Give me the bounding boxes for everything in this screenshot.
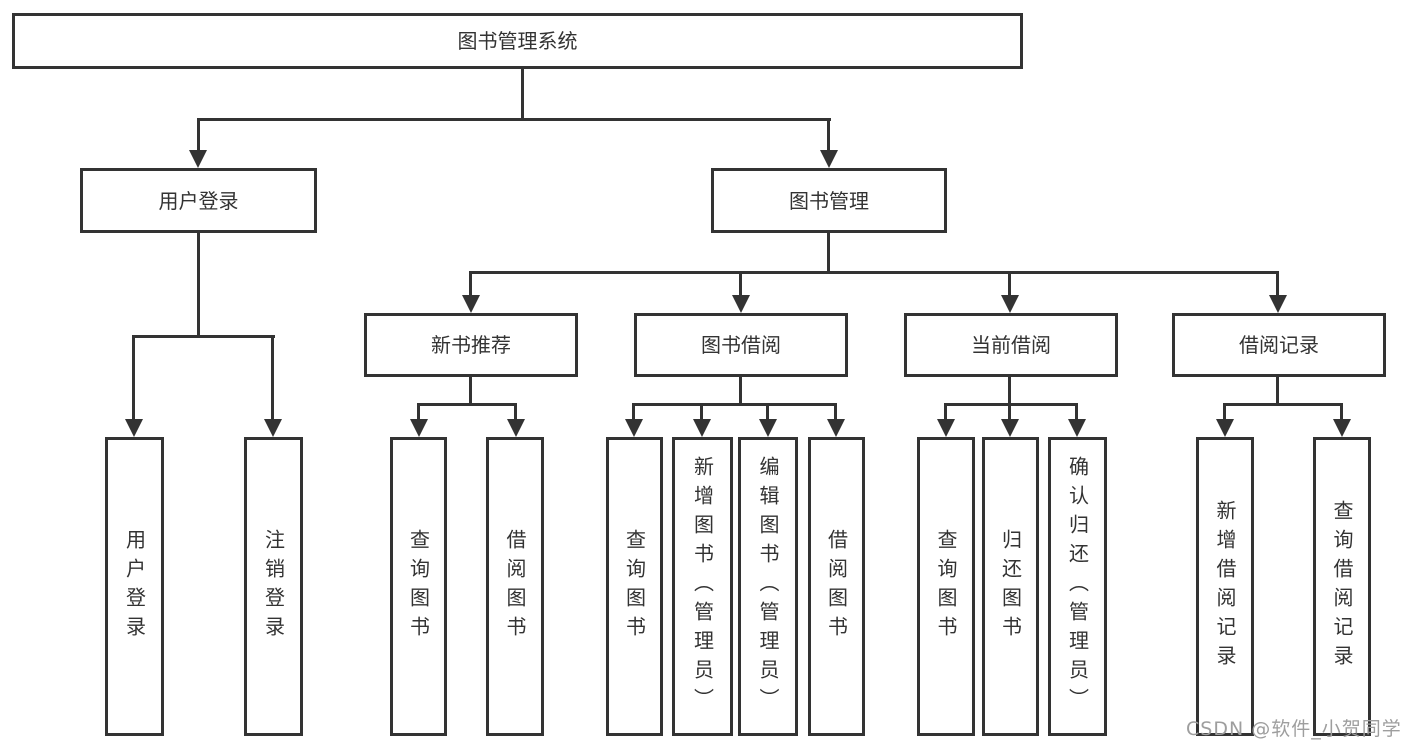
arrowhead-book-borrow (732, 295, 750, 313)
connector-drop-borrow-record (1276, 271, 1279, 297)
arrowhead-book-mgmt (820, 150, 838, 168)
leaf-confirm-return-admin-label: 确认归还（管理员） (1065, 456, 1090, 717)
arrowhead-c3 (1068, 419, 1086, 437)
connector-user-login-stem (197, 232, 200, 338)
connector-drop-book-mgmt (827, 118, 830, 152)
leaf-logout: 注销登录 (244, 437, 303, 736)
connector-borrow-record-branch (1223, 403, 1343, 406)
leaf-query-borrow-record: 查询借阅记录 (1313, 437, 1371, 736)
connector-root-stem (521, 68, 524, 121)
node-borrow-record: 借阅记录 (1172, 313, 1386, 377)
node-book-mgmt: 图书管理 (711, 168, 947, 233)
node-new-book-rec-label: 新书推荐 (431, 333, 511, 357)
connector-drop-a1 (417, 403, 420, 421)
connector-drop-user-login (197, 118, 200, 152)
leaf-query-book-2-label: 查询图书 (622, 528, 647, 645)
connector-current-borrow-branch (944, 403, 1078, 406)
connector-drop-c3 (1075, 403, 1078, 421)
leaf-edit-book-admin: 编辑图书（管理员） (738, 437, 798, 736)
connector-level3-branch (469, 271, 1279, 274)
leaf-borrow-book-1-label: 借阅图书 (503, 528, 527, 645)
connector-drop-d2 (1340, 403, 1343, 421)
connector-borrow-record-stem (1276, 376, 1279, 406)
node-new-book-rec: 新书推荐 (364, 313, 578, 377)
connector-drop-b3 (766, 403, 769, 421)
leaf-add-book-admin-label: 新增图书（管理员） (690, 456, 715, 717)
connector-user-login-branch (133, 335, 275, 338)
arrowhead-a2 (507, 419, 525, 437)
leaf-user-login: 用户登录 (105, 437, 164, 736)
connector-new-book-rec-branch (417, 403, 517, 406)
connector-book-borrow-branch (632, 403, 837, 406)
leaf-borrow-book-1: 借阅图书 (486, 437, 544, 736)
arrowhead-b1 (625, 419, 643, 437)
connector-book-borrow-stem (739, 376, 742, 406)
connector-current-borrow-stem (1008, 376, 1011, 406)
leaf-confirm-return-admin: 确认归还（管理员） (1048, 437, 1107, 736)
connector-drop-current-borrow (1008, 271, 1011, 297)
connector-drop-a2 (514, 403, 517, 421)
node-current-borrow: 当前借阅 (904, 313, 1118, 377)
arrowhead-b3 (759, 419, 777, 437)
connector-drop-b4 (834, 403, 837, 421)
node-current-borrow-label: 当前借阅 (971, 333, 1051, 357)
connector-drop-c1 (944, 403, 947, 421)
arrowhead-b2 (693, 419, 711, 437)
connector-drop-login (132, 335, 135, 421)
arrowhead-borrow-record (1269, 295, 1287, 313)
node-book-borrow: 图书借阅 (634, 313, 848, 377)
leaf-return-book-label: 归还图书 (998, 528, 1023, 645)
leaf-add-borrow-record: 新增借阅记录 (1196, 437, 1254, 736)
connector-drop-d1 (1223, 403, 1226, 421)
arrowhead-new-book-rec (462, 295, 480, 313)
arrowhead-c2 (1001, 419, 1019, 437)
connector-new-book-rec-stem (469, 376, 472, 406)
node-borrow-record-label: 借阅记录 (1239, 333, 1319, 357)
node-root-label: 图书管理系统 (457, 29, 578, 53)
leaf-query-borrow-record-label: 查询借阅记录 (1330, 499, 1354, 674)
arrowhead-user-login (189, 150, 207, 168)
node-root: 图书管理系统 (12, 13, 1023, 69)
leaf-query-book-2: 查询图书 (606, 437, 663, 736)
node-book-mgmt-label: 图书管理 (789, 188, 869, 213)
arrowhead-a1 (410, 419, 428, 437)
leaf-borrow-book-2-label: 借阅图书 (824, 528, 849, 645)
leaf-edit-book-admin-label: 编辑图书（管理员） (756, 456, 780, 717)
node-user-login-label: 用户登录 (158, 188, 239, 213)
csdn-watermark: CSDN @软件_小贺同学 (1186, 718, 1402, 740)
connector-drop-new-book-rec (469, 271, 472, 297)
arrowhead-d1 (1216, 419, 1234, 437)
arrowhead-logout (264, 419, 282, 437)
leaf-return-book: 归还图书 (982, 437, 1039, 736)
leaf-query-book-1-label: 查询图书 (406, 528, 431, 645)
connector-level2-branch (197, 118, 831, 121)
connector-drop-c2 (1008, 403, 1011, 421)
leaf-logout-label: 注销登录 (261, 528, 286, 645)
node-user-login: 用户登录 (80, 168, 317, 233)
leaf-query-book-3: 查询图书 (917, 437, 975, 736)
connector-drop-logout (271, 335, 274, 421)
node-book-borrow-label: 图书借阅 (701, 333, 781, 357)
leaf-borrow-book-2: 借阅图书 (808, 437, 865, 736)
leaf-user-login-label: 用户登录 (122, 528, 147, 645)
arrowhead-d2 (1333, 419, 1351, 437)
leaf-add-borrow-record-label: 新增借阅记录 (1213, 499, 1237, 674)
connector-book-mgmt-stem (827, 232, 830, 274)
leaf-add-book-admin: 新增图书（管理员） (672, 437, 733, 736)
arrowhead-login (125, 419, 143, 437)
arrowhead-b4 (827, 419, 845, 437)
connector-drop-b2 (700, 403, 703, 421)
leaf-query-book-3-label: 查询图书 (934, 528, 958, 645)
arrowhead-current-borrow (1001, 295, 1019, 313)
connector-drop-book-borrow (739, 271, 742, 297)
leaf-query-book-1: 查询图书 (390, 437, 447, 736)
connector-drop-b1 (632, 403, 635, 421)
arrowhead-c1 (937, 419, 955, 437)
